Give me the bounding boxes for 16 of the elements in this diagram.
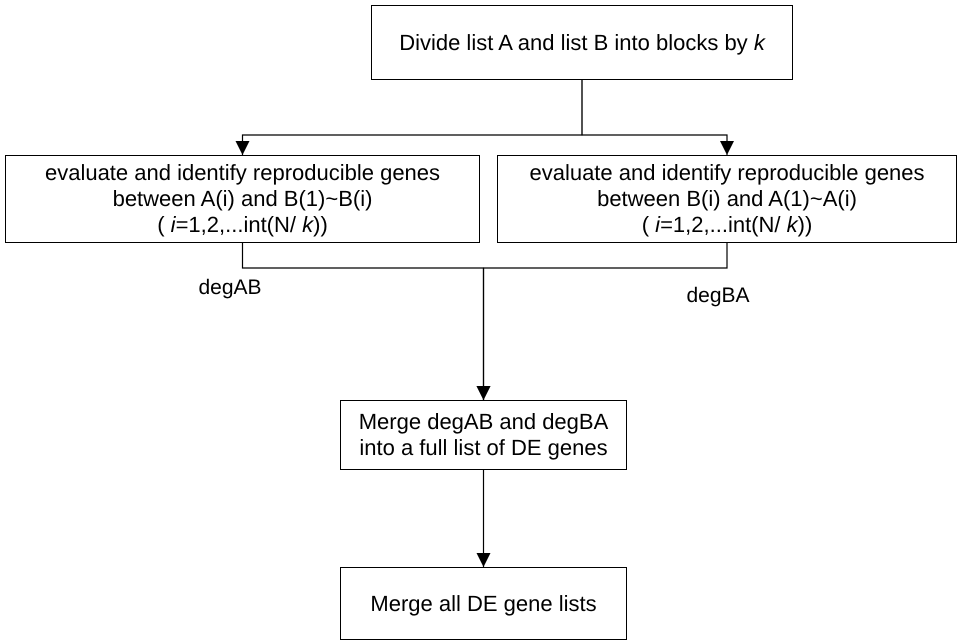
box-text: Merge degAB and degBA into a full list of DE genes: [358, 409, 610, 461]
box-text: Merge all DE gene lists: [370, 590, 597, 616]
arrow: [476, 243, 728, 400]
box-text: ( i=1,2,...int(N/ k)): [642, 212, 812, 238]
process-box: [5, 155, 480, 243]
box-text: evaluate and identify reproducible genes between B(i) and A(1)~A(i): [528, 160, 926, 212]
process-box: [371, 5, 793, 80]
edge-label: degBA: [684, 284, 752, 308]
process-box: [497, 155, 957, 243]
box-text: Divide list A and list B into blocks by k: [399, 30, 765, 56]
arrow: [476, 470, 490, 567]
process-box: [340, 400, 627, 470]
process-box: [340, 567, 627, 640]
box-text: evaluate and identify reproducible genes between A(i) and B(1)~B(i): [44, 160, 442, 212]
box-text: ( i=1,2,...int(N/ k)): [157, 212, 328, 238]
arrow: [581, 80, 734, 155]
